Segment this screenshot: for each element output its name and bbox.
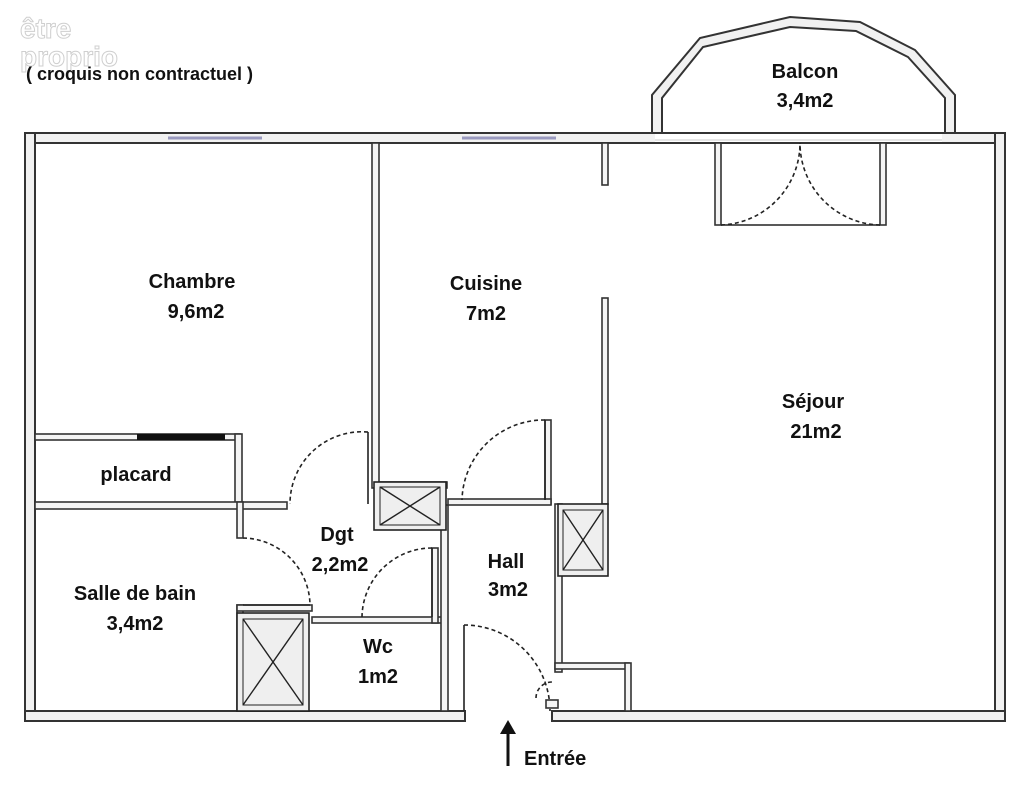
room-wc: Wc 1m2 [358,636,398,688]
room-balcon: Balcon 3,4m2 [772,61,839,112]
room-hall: Hall 3m2 [488,551,528,601]
room-name: Wc [363,636,393,658]
room-name: Chambre [149,271,236,293]
door-entree [463,624,559,712]
door-chambre [289,430,369,505]
room-name: Dgt [320,524,354,546]
room-area: 3m2 [488,579,528,601]
storage-box-bath [236,612,310,712]
placard-door-rail [137,434,225,440]
room-area: 3,4m2 [777,90,834,112]
room-dgt: Dgt 2,2m2 [312,524,369,576]
balcony-opening [655,134,942,142]
windows [168,134,942,142]
door-salle-de-bain [242,537,311,606]
room-area: 1m2 [358,666,398,688]
watermark-line-2: proprio [20,41,118,72]
room-name: Salle de bain [74,583,196,605]
room-name: Hall [488,551,525,573]
room-area: 9,6m2 [168,301,225,323]
room-sejour: Séjour 21m2 [782,391,844,443]
room-name: Balcon [772,61,839,83]
arrow-up-icon [500,720,516,766]
watermark-logo: être proprio [20,13,119,73]
door-wc [361,547,433,618]
door-balcon [720,142,881,226]
interior-walls [34,142,887,712]
storage-box-hall [557,503,609,577]
room-area: 7m2 [466,303,506,325]
room-name: Séjour [782,391,844,413]
room-placard: placard [100,464,171,486]
sketch-disclaimer: ( croquis non contractuel ) [26,64,253,84]
entry-label: Entrée [524,748,586,770]
storage-box-kitchen [373,481,447,531]
watermark-line-1: être [20,13,71,44]
room-area: 2,2m2 [312,554,369,576]
room-salle-de-bain: Salle de bain 3,4m2 [74,583,196,635]
room-area: 21m2 [790,421,841,443]
room-name: Cuisine [450,273,522,295]
room-name: placard [100,464,171,486]
room-chambre: Chambre 9,6m2 [149,271,236,323]
room-cuisine: Cuisine 7m2 [450,273,522,325]
room-area: 3,4m2 [107,613,164,635]
door-cuisine [461,419,546,501]
